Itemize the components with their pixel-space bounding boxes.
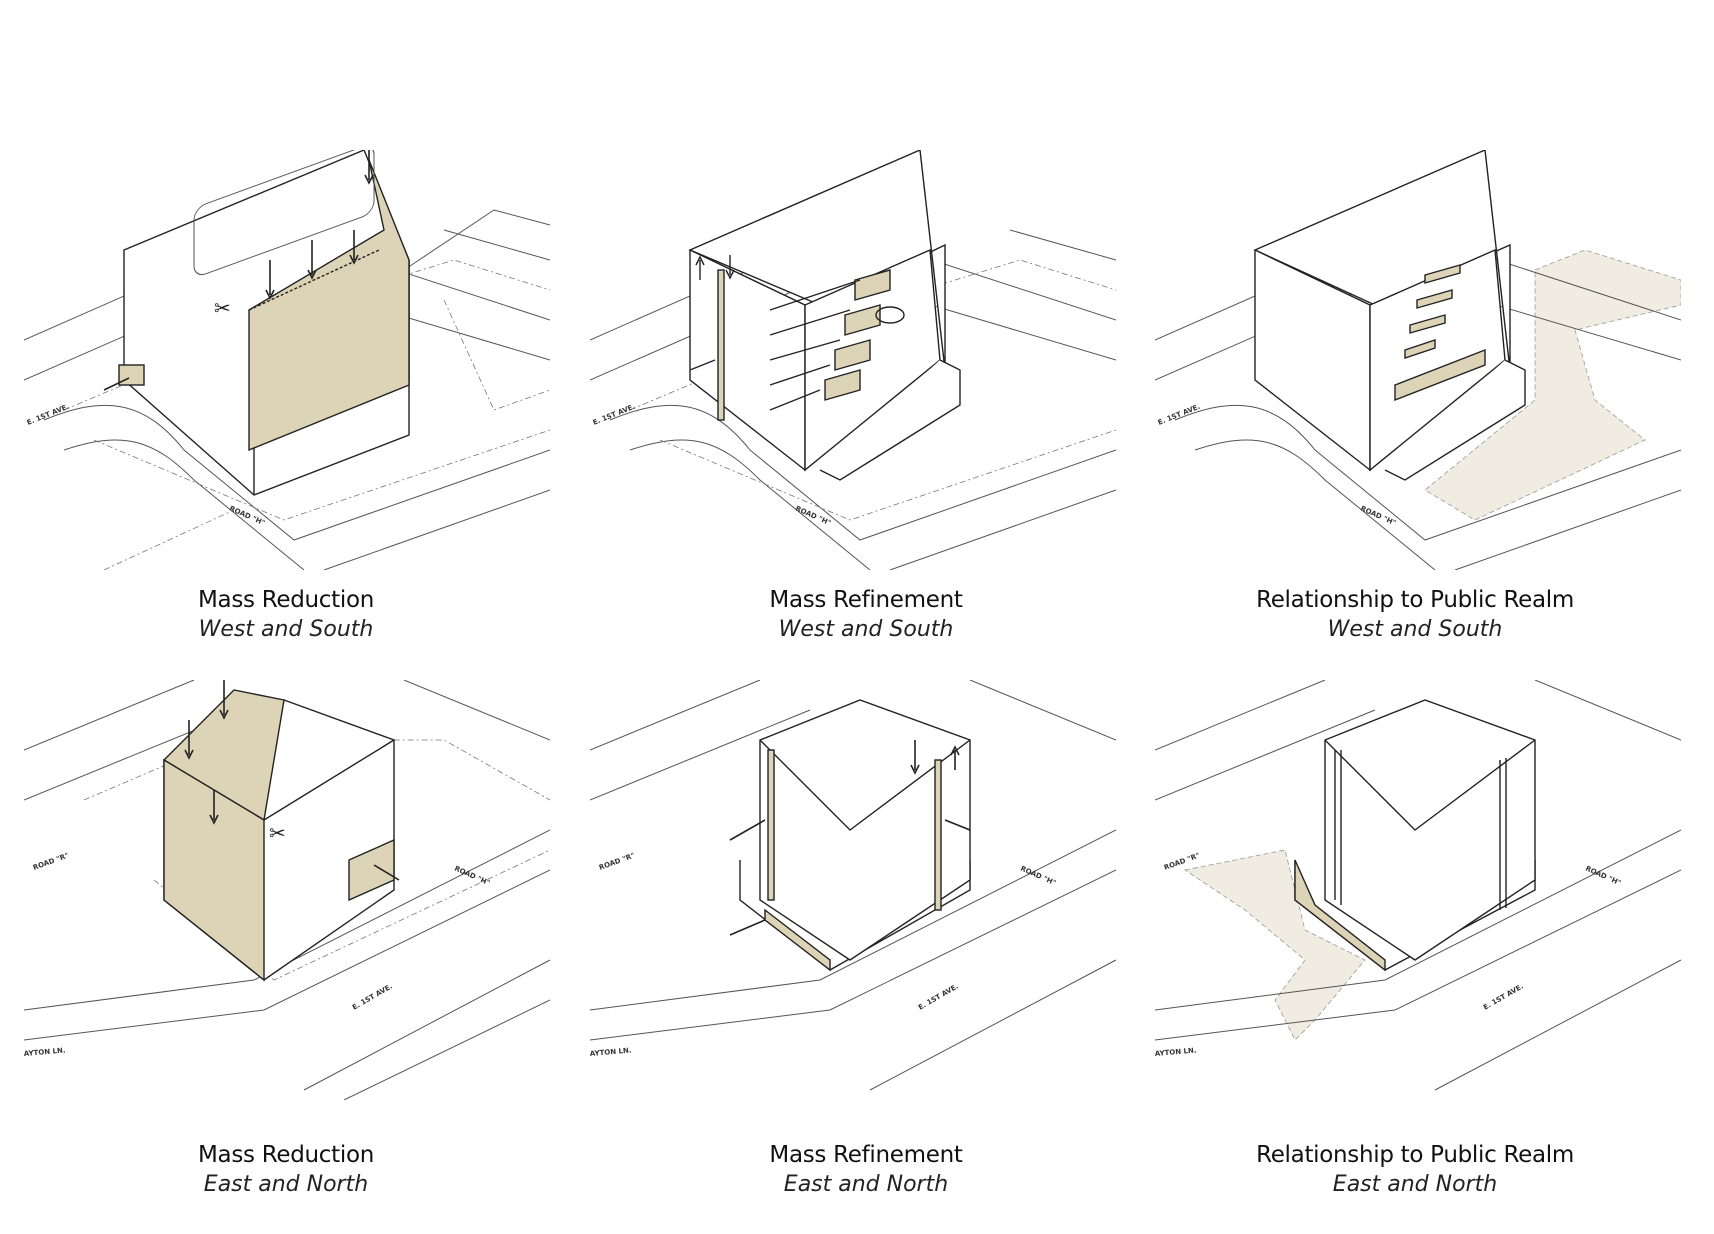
caption-mass-refinement-west-south: Mass Refinement West and South [606, 585, 1126, 645]
caption-title: Relationship to Public Realm [1256, 587, 1574, 613]
road-label-road-r: ROAD "R" [32, 852, 70, 872]
diagram-mass-reduction-east-north: ROAD "R" ROAD "H" E. 1ST AVE. AYTON LN. … [24, 680, 550, 1100]
caption-subtitle: West and South [198, 617, 374, 642]
caption-subtitle: East and North [783, 1172, 949, 1197]
caption-subtitle: West and South [1327, 617, 1503, 642]
diagram-public-realm-west-south: E. 1ST AVE. ROAD "H" [1155, 150, 1681, 570]
caption-title: Mass Refinement [769, 587, 963, 613]
road-label-road-r: ROAD "R" [598, 852, 636, 872]
diagram-mass-refinement-east-north: ROAD "R" ROAD "H" E. 1ST AVE. AYTON LN. [590, 680, 1116, 1100]
caption-title: Mass Refinement [769, 1142, 963, 1168]
diagram-public-realm-east-north: ROAD "R" ROAD "H" E. 1ST AVE. AYTON LN. [1155, 680, 1681, 1100]
road-label-e-1st-ave: E. 1ST AVE. [26, 403, 71, 427]
caption-subtitle: East and North [1332, 1172, 1498, 1197]
diagram-mass-reduction-west-south: E. 1ST AVE. ROAD "H" ✂ [24, 150, 550, 570]
caption-public-realm-west-south: Relationship to Public Realm West and So… [1155, 585, 1675, 645]
caption-subtitle: East and North [203, 1172, 369, 1197]
caption-title: Relationship to Public Realm [1256, 1142, 1574, 1168]
road-label-ayton-ln: AYTON LN. [1155, 1046, 1197, 1058]
caption-mass-refinement-east-north: Mass Refinement East and North [606, 1140, 1126, 1200]
diagram-mass-refinement-west-south: E. 1ST AVE. ROAD "H" [590, 150, 1116, 570]
caption-mass-reduction-west-south: Mass Reduction West and South [26, 585, 546, 645]
caption-title: Mass Reduction [198, 1142, 374, 1168]
caption-mass-reduction-east-north: Mass Reduction East and North [26, 1140, 546, 1200]
scissors-icon: ✂ [269, 823, 286, 845]
road-label-e-1st-ave: E. 1ST AVE. [917, 982, 960, 1011]
road-label-e-1st-ave: E. 1ST AVE. [1157, 403, 1202, 427]
scissors-icon: ✂ [214, 298, 231, 320]
road-label-e-1st-ave: E. 1ST AVE. [1482, 982, 1525, 1011]
caption-subtitle: West and South [778, 617, 954, 642]
caption-public-realm-east-north: Relationship to Public Realm East and No… [1155, 1140, 1675, 1200]
road-label-ayton-ln: AYTON LN. [590, 1046, 632, 1058]
road-label-e-1st-ave: E. 1ST AVE. [351, 982, 394, 1011]
road-label-ayton-ln: AYTON LN. [24, 1046, 66, 1058]
road-label-e-1st-ave: E. 1ST AVE. [592, 403, 637, 427]
caption-title: Mass Reduction [198, 587, 374, 613]
